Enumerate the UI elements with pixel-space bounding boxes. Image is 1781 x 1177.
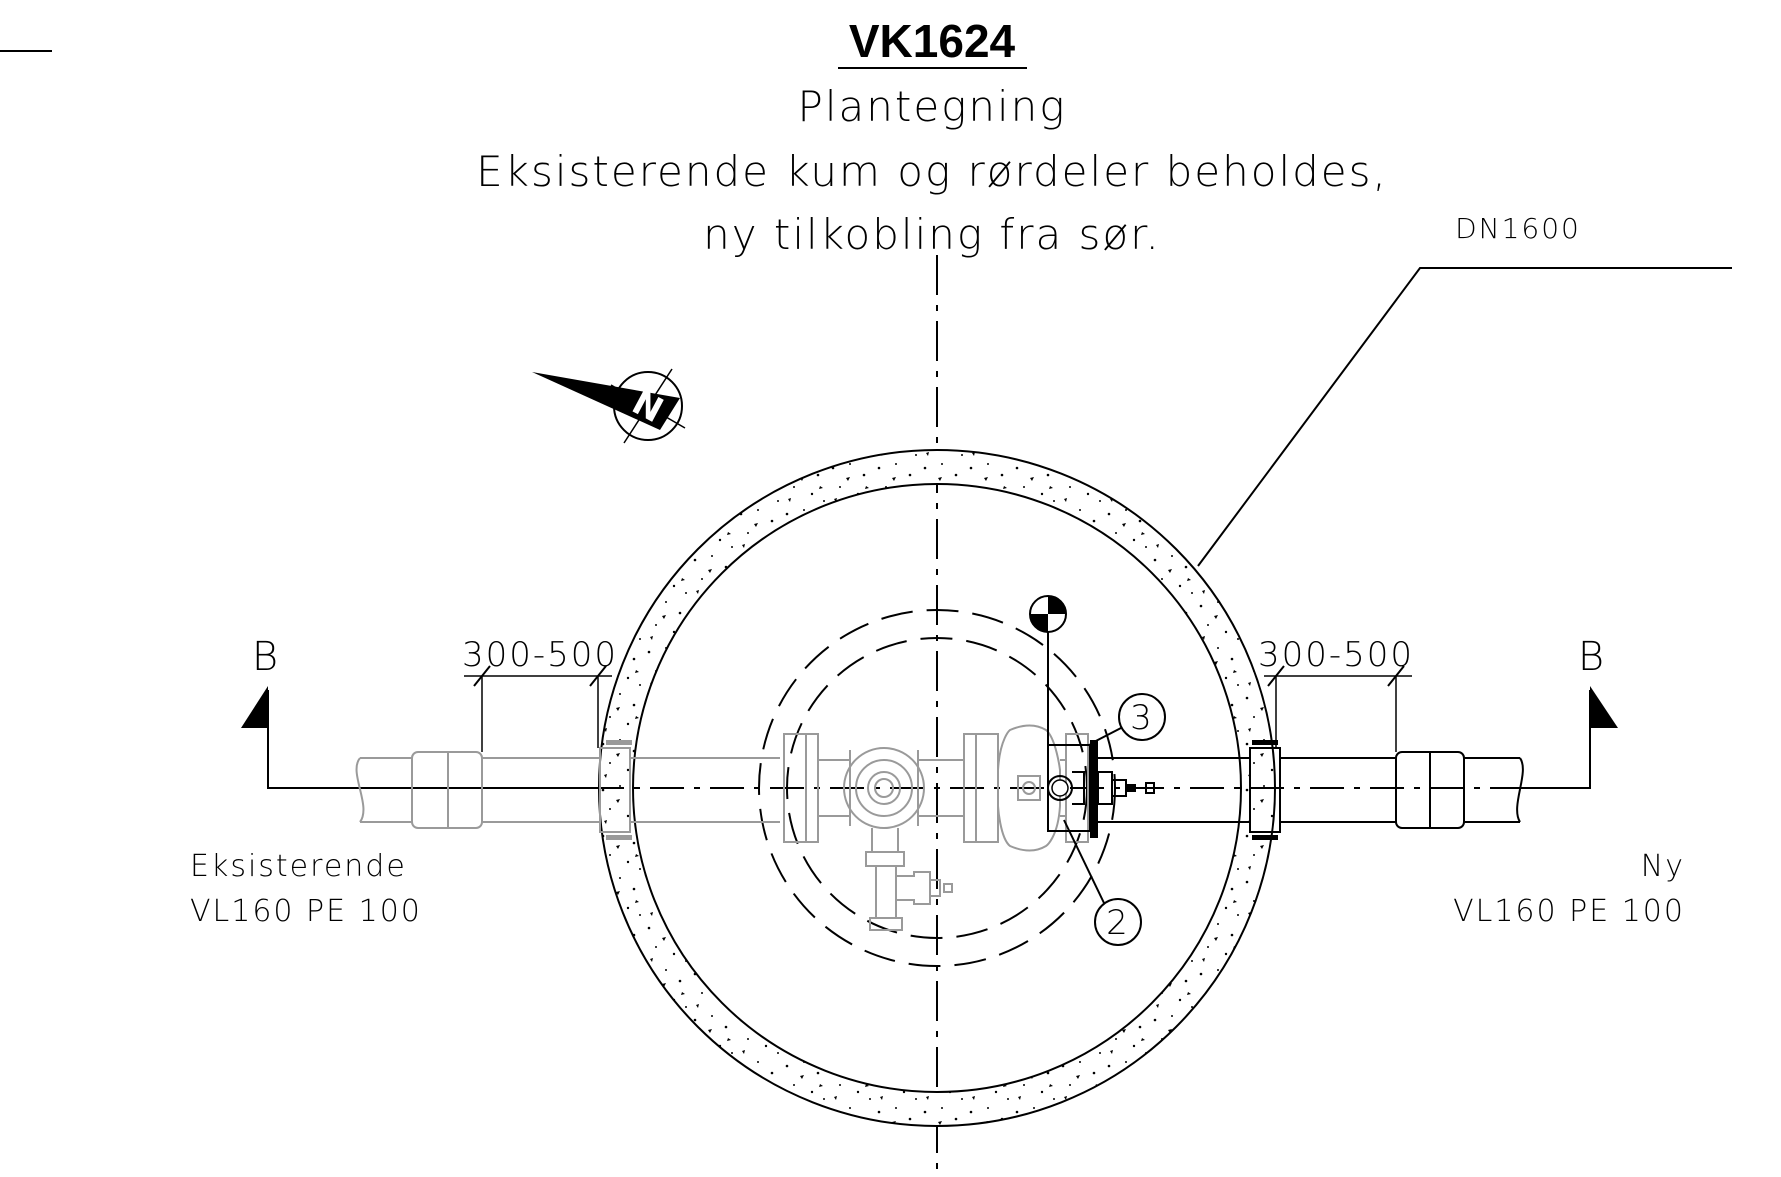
manhole-size-label: DN1600 <box>1455 212 1581 245</box>
dimension-right-label: 300-500 <box>1258 635 1414 675</box>
manhole-ring <box>598 449 1276 1127</box>
section-label-right: B <box>1578 634 1606 680</box>
callout-2-label: 2 <box>1106 903 1130 943</box>
reference-symbol <box>1029 595 1067 745</box>
drawing-subtitle-2: Eksisterende kum og rørdeler beholdes, <box>476 147 1388 196</box>
section-marker-right <box>1590 686 1618 728</box>
dimension-right: 300-500 <box>1258 635 1414 752</box>
section-line-right <box>1508 690 1591 789</box>
callout-2: 2 <box>1063 819 1142 946</box>
section-line-left <box>267 690 590 789</box>
north-arrow: N <box>532 368 686 444</box>
pipe-left-label-1: Eksisterende <box>190 849 407 884</box>
north-arrow-pointer <box>532 372 680 430</box>
dimension-left-label: 300-500 <box>462 635 618 675</box>
manhole-leader-line <box>1197 267 1732 567</box>
new-pipe-right <box>1098 740 1524 840</box>
existing-fittings <box>783 724 1089 931</box>
existing-pipe-left <box>355 740 780 840</box>
drawing-subtitle-3: ny tilkobling fra sør. <box>703 210 1161 259</box>
drawing-title: VK1624 <box>849 15 1016 67</box>
dimension-left: 300-500 <box>462 635 618 752</box>
callout-3: 3 <box>1089 693 1166 745</box>
pipe-left-label-2: VL160 PE 100 <box>190 894 422 929</box>
callout-3-label: 3 <box>1130 698 1154 738</box>
section-label-left: B <box>252 634 280 680</box>
pipe-right-label-1: Ny <box>1641 849 1685 884</box>
section-marker-left <box>241 686 268 728</box>
new-fittings <box>1047 740 1155 838</box>
pipe-right-label-2: VL160 PE 100 <box>1453 894 1685 929</box>
drawing-subtitle-1: Plantegning <box>798 82 1067 131</box>
